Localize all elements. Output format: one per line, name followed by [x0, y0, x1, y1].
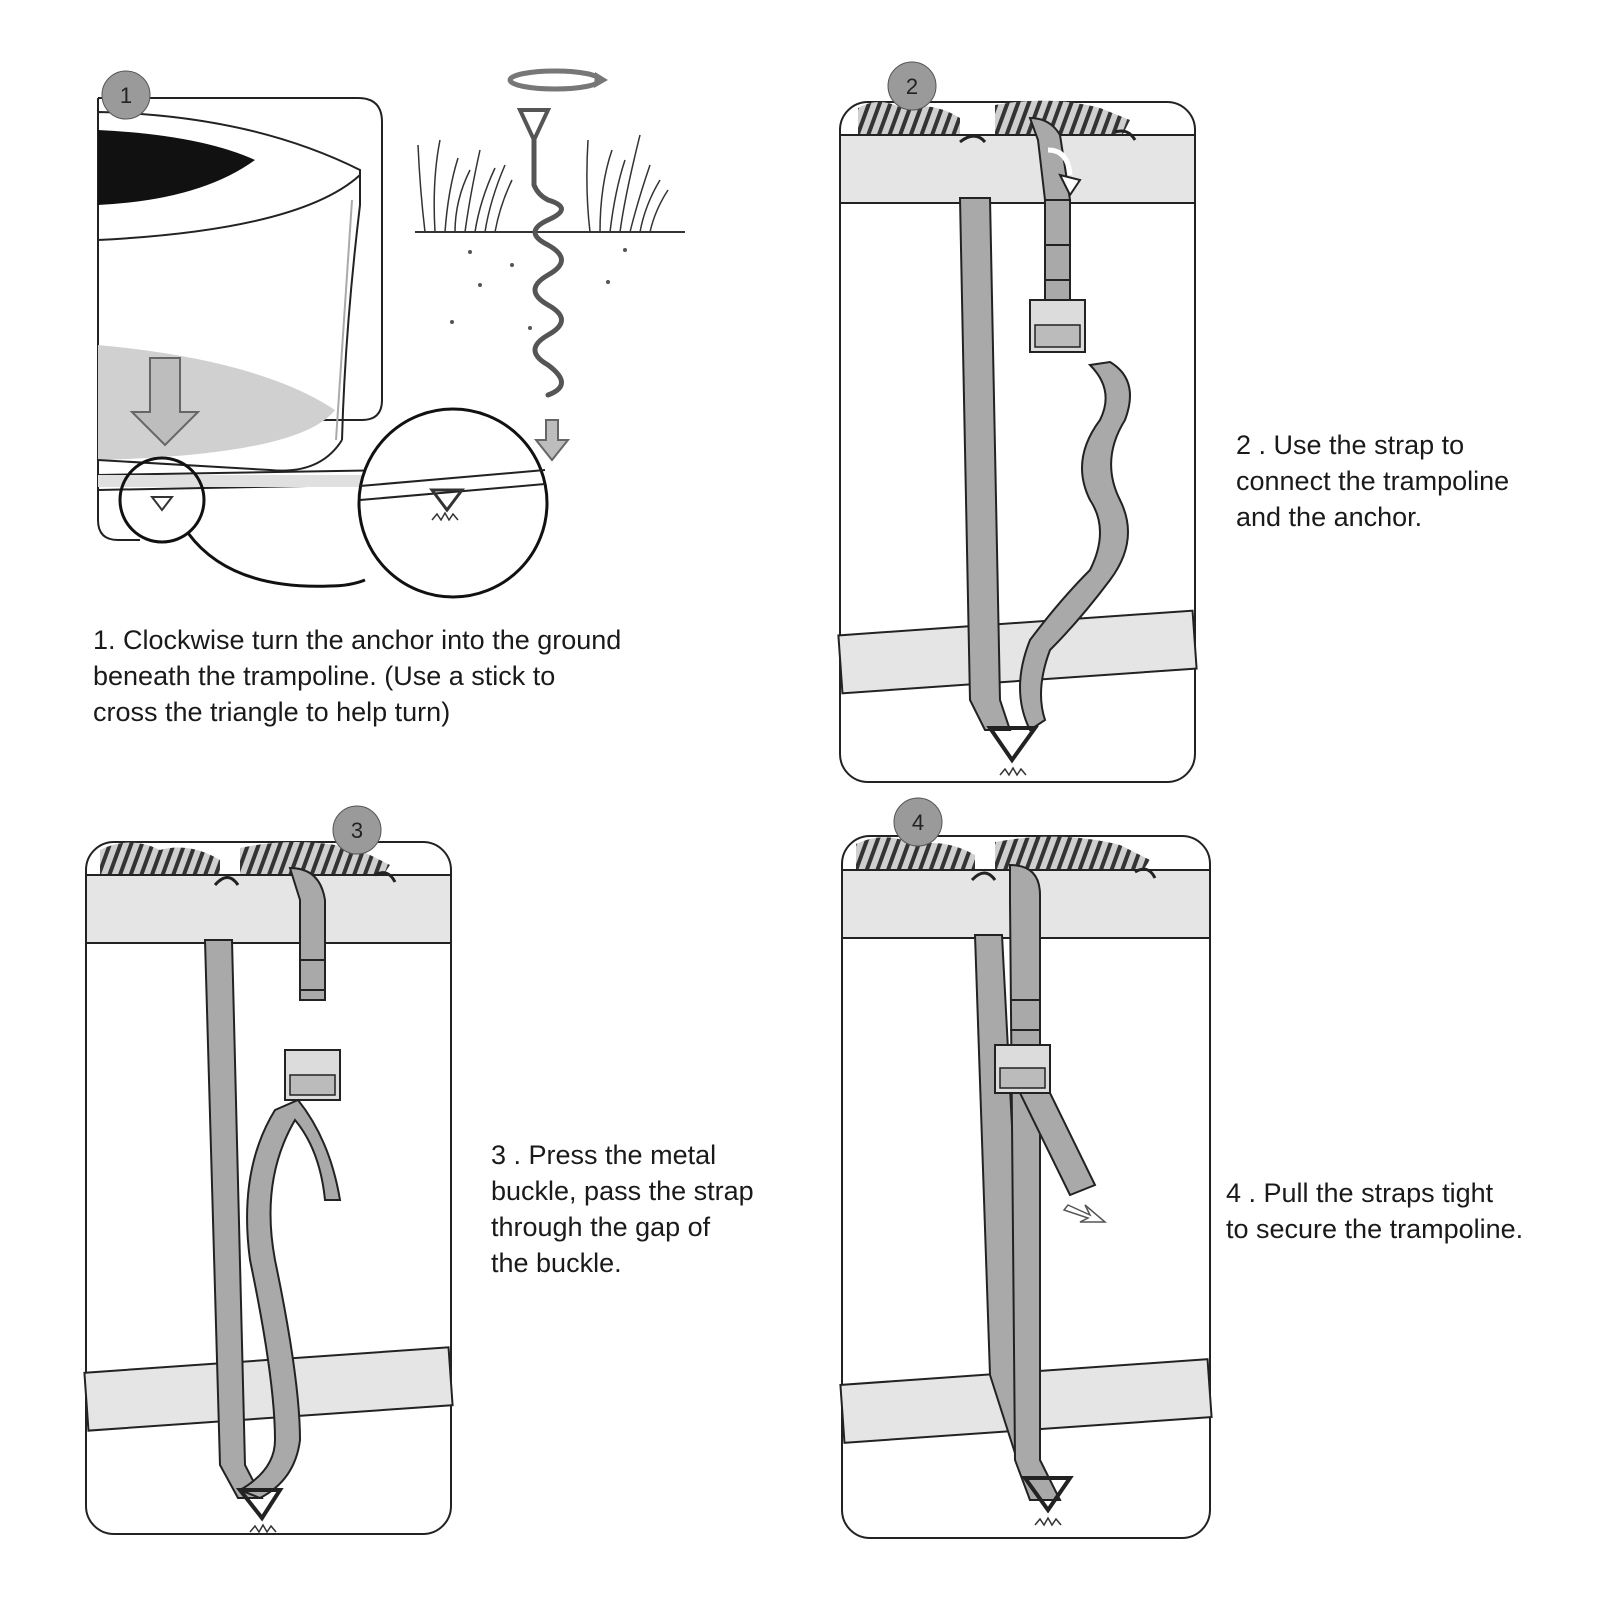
- panel-3-illustration: 3: [83, 805, 454, 1535]
- rotate-clockwise-icon: [507, 68, 603, 92]
- panel-2-illustration: 2: [837, 61, 1198, 783]
- frame-lower-bar: [83, 1346, 454, 1432]
- step-3-badge: [332, 805, 382, 855]
- trampoline-mat: [98, 130, 255, 205]
- step-4-number: 4: [912, 810, 924, 835]
- down-arrow-icon: [533, 419, 571, 462]
- step-3-caption: 3 . Press the metal buckle, pass the str…: [491, 1140, 754, 1278]
- step-1-badge: [101, 70, 151, 120]
- spiral-anchor-icon: [516, 108, 564, 398]
- panel-4-illustration: 4: [839, 797, 1213, 1539]
- strap-pulled-end: [1018, 1092, 1097, 1197]
- grass-illustration: [417, 134, 669, 233]
- step-1-caption: 1. Clockwise turn the anchor into the gr…: [93, 625, 622, 727]
- down-arrow-icon: [129, 357, 201, 447]
- frame-top-bar: [85, 874, 452, 944]
- step-4-caption: 4 . Pull the straps tight to secure the …: [1226, 1178, 1524, 1244]
- down-arrow-icon: [1058, 173, 1082, 197]
- panel-1-illustration: 1: [97, 68, 685, 599]
- step-2-caption: 2 . Use the strap to connect the trampol…: [1236, 430, 1510, 532]
- step-2-badge: [887, 61, 937, 111]
- step-4-badge: [893, 797, 943, 847]
- trampoline-floor-shadow: [98, 345, 335, 460]
- strap-tight: [1009, 863, 1062, 1501]
- step-2-number: 2: [906, 74, 918, 99]
- step-1-number: 1: [120, 83, 132, 108]
- step-3-number: 3: [351, 818, 363, 843]
- zoom-circle-small: [118, 456, 206, 544]
- strap-loop: [237, 1098, 342, 1500]
- pull-arrow-icon: [1062, 1204, 1108, 1223]
- frame-top-bar: [839, 134, 1196, 204]
